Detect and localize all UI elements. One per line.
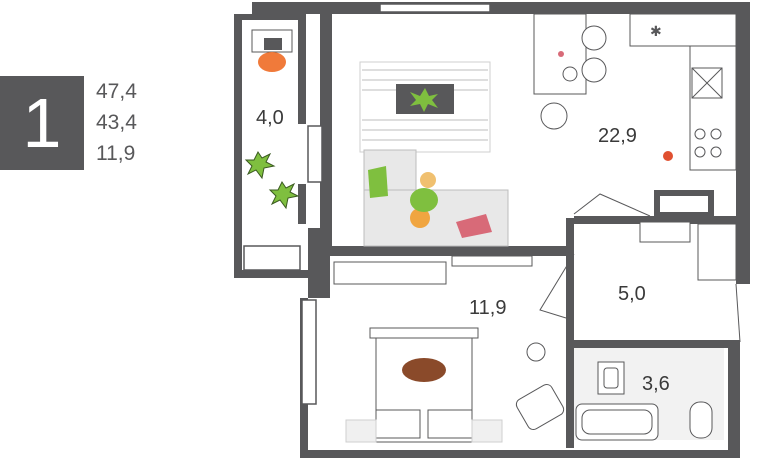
sofa <box>363 149 509 247</box>
bedroom-area-label: 11,9 <box>469 297 506 319</box>
room-count: 1 <box>22 84 62 162</box>
bathroom-fixtures <box>575 361 713 441</box>
kitchen <box>629 13 737 171</box>
kitchen-living-area-label: 22,9 <box>598 125 637 147</box>
balcony-furniture <box>244 29 300 210</box>
balcony-area-label: 4,0 <box>256 107 284 129</box>
dog-icon <box>402 358 446 382</box>
living-area: 43,4 <box>96 111 137 134</box>
windows <box>243 3 491 405</box>
bathroom-area-label: 3,6 <box>642 373 670 395</box>
pet-bowl-icon <box>663 151 673 161</box>
dining <box>533 13 607 130</box>
total-area: 47,4 <box>96 80 137 103</box>
plant-icon <box>410 88 438 112</box>
walls <box>234 2 750 458</box>
snowflake-icon: ✱ <box>650 24 662 40</box>
bedroom-area: 11,9 <box>96 142 136 165</box>
hall-furniture <box>539 193 741 343</box>
room-count-badge: 1 <box>0 76 84 170</box>
plant-icon <box>244 151 300 210</box>
area-summary: 47,4 43,4 11,9 <box>96 76 137 169</box>
bedroom-furniture <box>333 255 565 443</box>
hall-area-label: 5,0 <box>618 283 646 305</box>
